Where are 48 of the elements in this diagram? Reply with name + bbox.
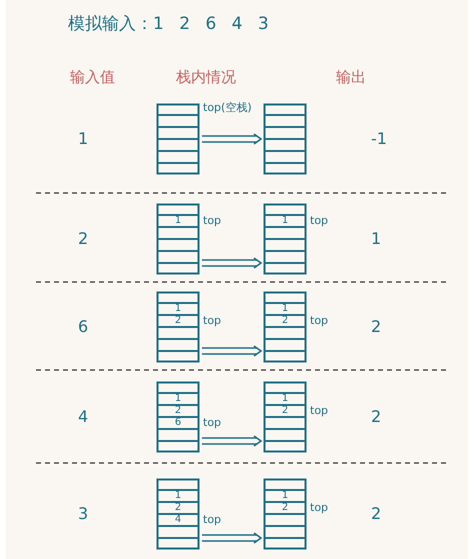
double-arrow bbox=[201, 532, 262, 544]
stack-value: 1 bbox=[174, 303, 182, 315]
column-header: 栈内情况 bbox=[176, 68, 236, 87]
top-pointer-label: top bbox=[310, 404, 328, 417]
double-arrow bbox=[201, 435, 262, 447]
stack-value: 1 bbox=[280, 490, 290, 502]
output-value: -1 bbox=[371, 129, 387, 148]
stack-drawing bbox=[156, 103, 200, 175]
top-pointer-label: top bbox=[310, 314, 328, 327]
stack-drawing bbox=[263, 381, 307, 453]
top-pointer-label: top bbox=[203, 513, 222, 526]
output-value: 2 bbox=[371, 317, 382, 336]
input-value: 6 bbox=[78, 317, 88, 336]
stack-drawing bbox=[263, 203, 307, 275]
stack-drawing bbox=[156, 478, 200, 550]
stack-drawing bbox=[263, 478, 307, 550]
stack-drawing bbox=[263, 103, 307, 175]
title: 模拟输入：1 2 6 4 3 bbox=[68, 13, 269, 35]
double-arrow bbox=[201, 257, 262, 269]
stack-value: 4 bbox=[174, 514, 182, 526]
input-value: 2 bbox=[78, 229, 88, 248]
top-pointer-label: top bbox=[203, 416, 222, 429]
stack-value: 1 bbox=[174, 215, 182, 227]
stack-value: 1 bbox=[174, 393, 182, 405]
stack-value: 1 bbox=[280, 303, 290, 315]
stack-drawing bbox=[156, 203, 200, 275]
input-value: 1 bbox=[78, 129, 88, 148]
input-value: 4 bbox=[78, 407, 88, 426]
double-arrow bbox=[201, 133, 262, 145]
stack-drawing bbox=[156, 291, 200, 363]
top-pointer-label: top bbox=[310, 501, 328, 514]
double-arrow bbox=[201, 345, 262, 357]
stack-value: 1 bbox=[174, 490, 182, 502]
column-header: 输入值 bbox=[70, 68, 115, 87]
top-pointer-label: top bbox=[203, 214, 222, 227]
stack-value: 1 bbox=[280, 215, 290, 227]
top-pointer-label: top bbox=[310, 214, 328, 227]
output-value: 1 bbox=[371, 229, 382, 248]
column-header: 输出 bbox=[336, 68, 366, 87]
input-value: 3 bbox=[78, 504, 88, 523]
stack-value: 6 bbox=[174, 417, 182, 429]
top-pointer-label: top(空栈) bbox=[203, 100, 252, 115]
top-pointer-label: top bbox=[203, 314, 222, 327]
output-value: 2 bbox=[371, 407, 382, 426]
stack-drawing bbox=[263, 291, 307, 363]
stack-value: 1 bbox=[280, 393, 290, 405]
stack-drawing bbox=[156, 381, 200, 453]
output-value: 2 bbox=[371, 504, 382, 523]
